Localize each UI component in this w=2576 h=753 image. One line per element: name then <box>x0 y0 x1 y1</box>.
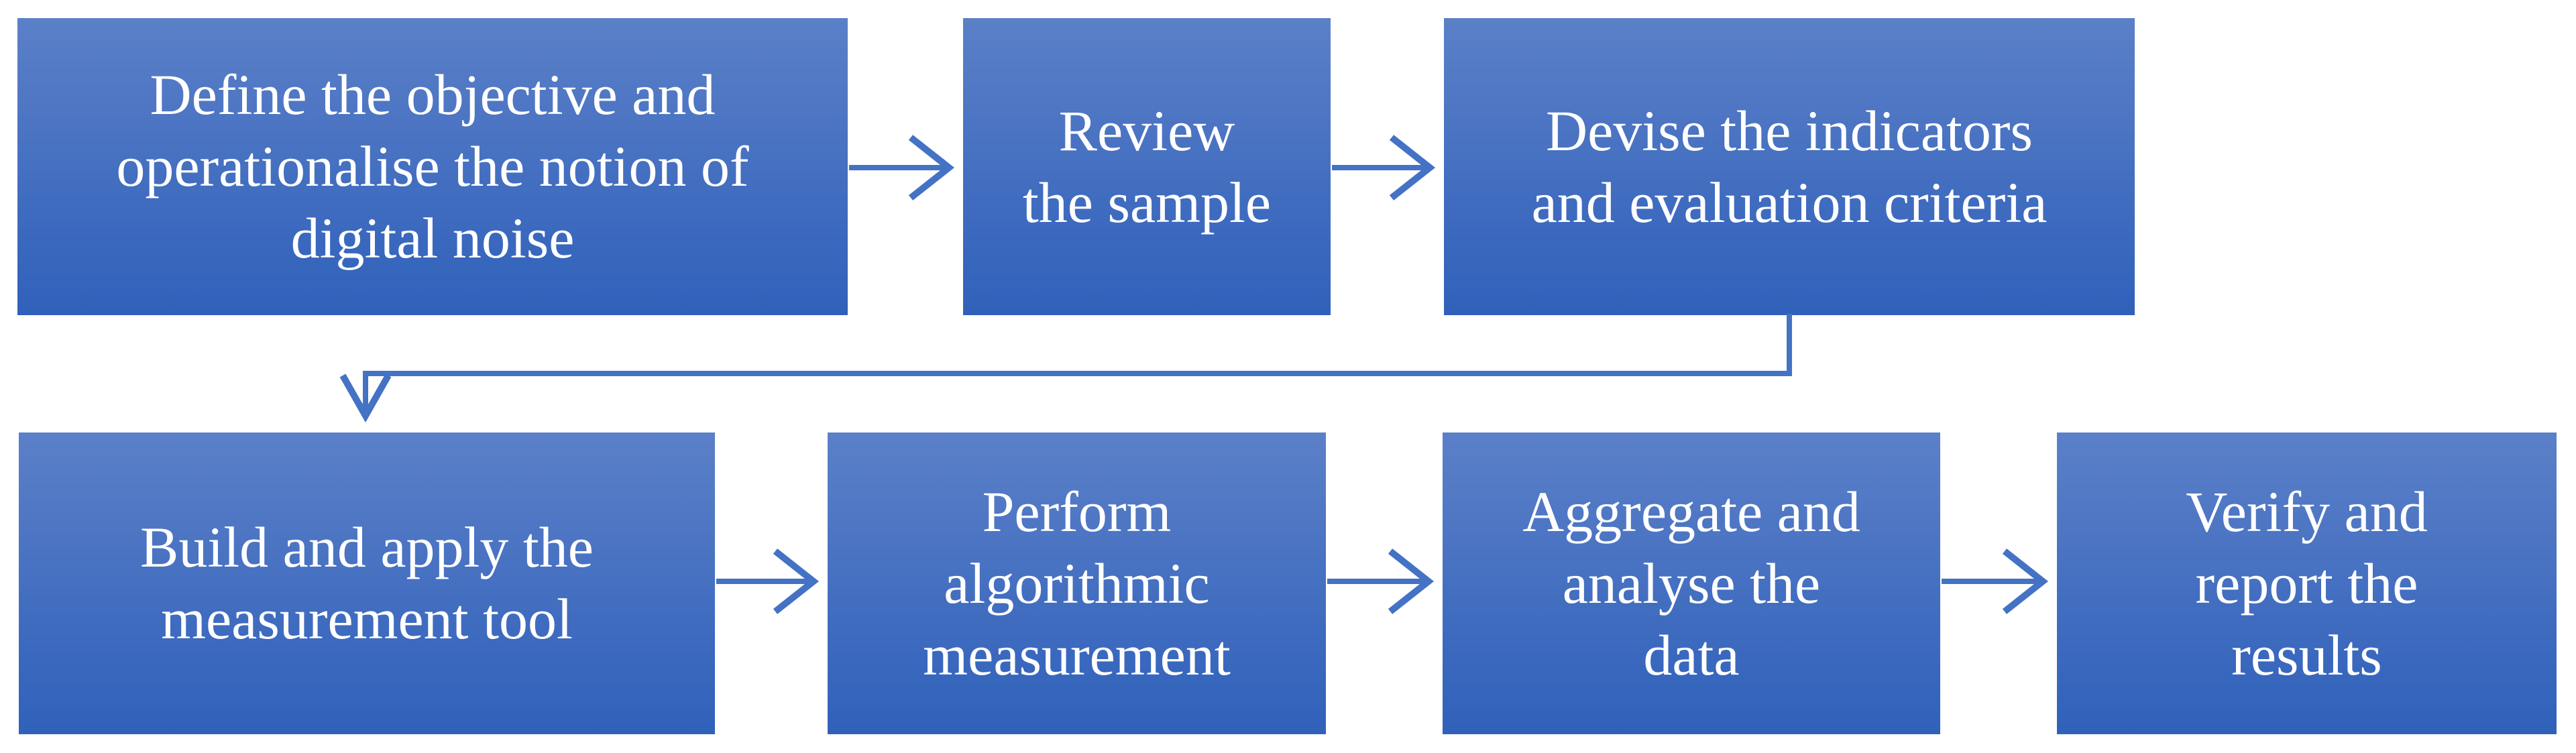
step-label-line: the sample <box>1022 170 1272 235</box>
step-label: Aggregate and analyse the data <box>1522 476 1860 691</box>
step-label-line: data <box>1643 622 1740 687</box>
step-label-line: Verify and <box>2186 479 2428 544</box>
arrow-right-icon <box>1332 135 1436 200</box>
flow-step-perform-measurement: Perform algorithmic measurement <box>828 432 1326 734</box>
step-label-line: Perform <box>982 479 1172 544</box>
step-label-line: measurement <box>923 622 1231 687</box>
step-label: Perform algorithmic measurement <box>923 476 1230 691</box>
step-label-line: Define the objective and <box>150 62 716 127</box>
step-label: Verify and report the results <box>2186 476 2428 691</box>
flow-step-devise-indicators: Devise the indicators and evaluation cri… <box>1444 18 2135 315</box>
step-label: Review the sample <box>1023 95 1271 239</box>
step-label-line: Review <box>1058 98 1235 163</box>
flow-step-review-sample: Review the sample <box>963 18 1331 315</box>
step-label-line: analyse the <box>1562 551 1821 616</box>
flow-step-build-apply-tool: Build and apply the measurement tool <box>19 432 715 734</box>
step-label-line: results <box>2231 622 2382 687</box>
step-label-line: report the <box>2195 551 2418 616</box>
step-label-line: Devise the indicators <box>1545 98 2033 163</box>
step-label-line: Build and apply the <box>140 515 594 579</box>
arrow-right-icon <box>716 548 820 614</box>
step-label: Define the objective and operationalise … <box>116 59 748 274</box>
step-label-line: operationalise the notion of <box>116 134 749 198</box>
arrow-right-icon <box>1942 548 2049 614</box>
step-label-line: algorithmic <box>944 551 1210 616</box>
step-label-line: digital noise <box>290 206 575 270</box>
flow-step-aggregate-analyse: Aggregate and analyse the data <box>1443 432 1940 734</box>
flow-step-verify-report: Verify and report the results <box>2057 432 2557 734</box>
elbow-down-arrow-icon <box>339 314 1792 423</box>
step-label: Build and apply the measurement tool <box>140 512 594 655</box>
step-label-line: and evaluation criteria <box>1531 170 2048 235</box>
step-label-line: measurement tool <box>161 587 573 651</box>
step-label: Devise the indicators and evaluation cri… <box>1532 95 2048 239</box>
arrow-right-icon <box>1327 548 1435 614</box>
arrow-right-icon <box>849 135 955 200</box>
flow-step-define-objective: Define the objective and operationalise … <box>17 18 848 315</box>
step-label-line: Aggregate and <box>1522 479 1860 544</box>
